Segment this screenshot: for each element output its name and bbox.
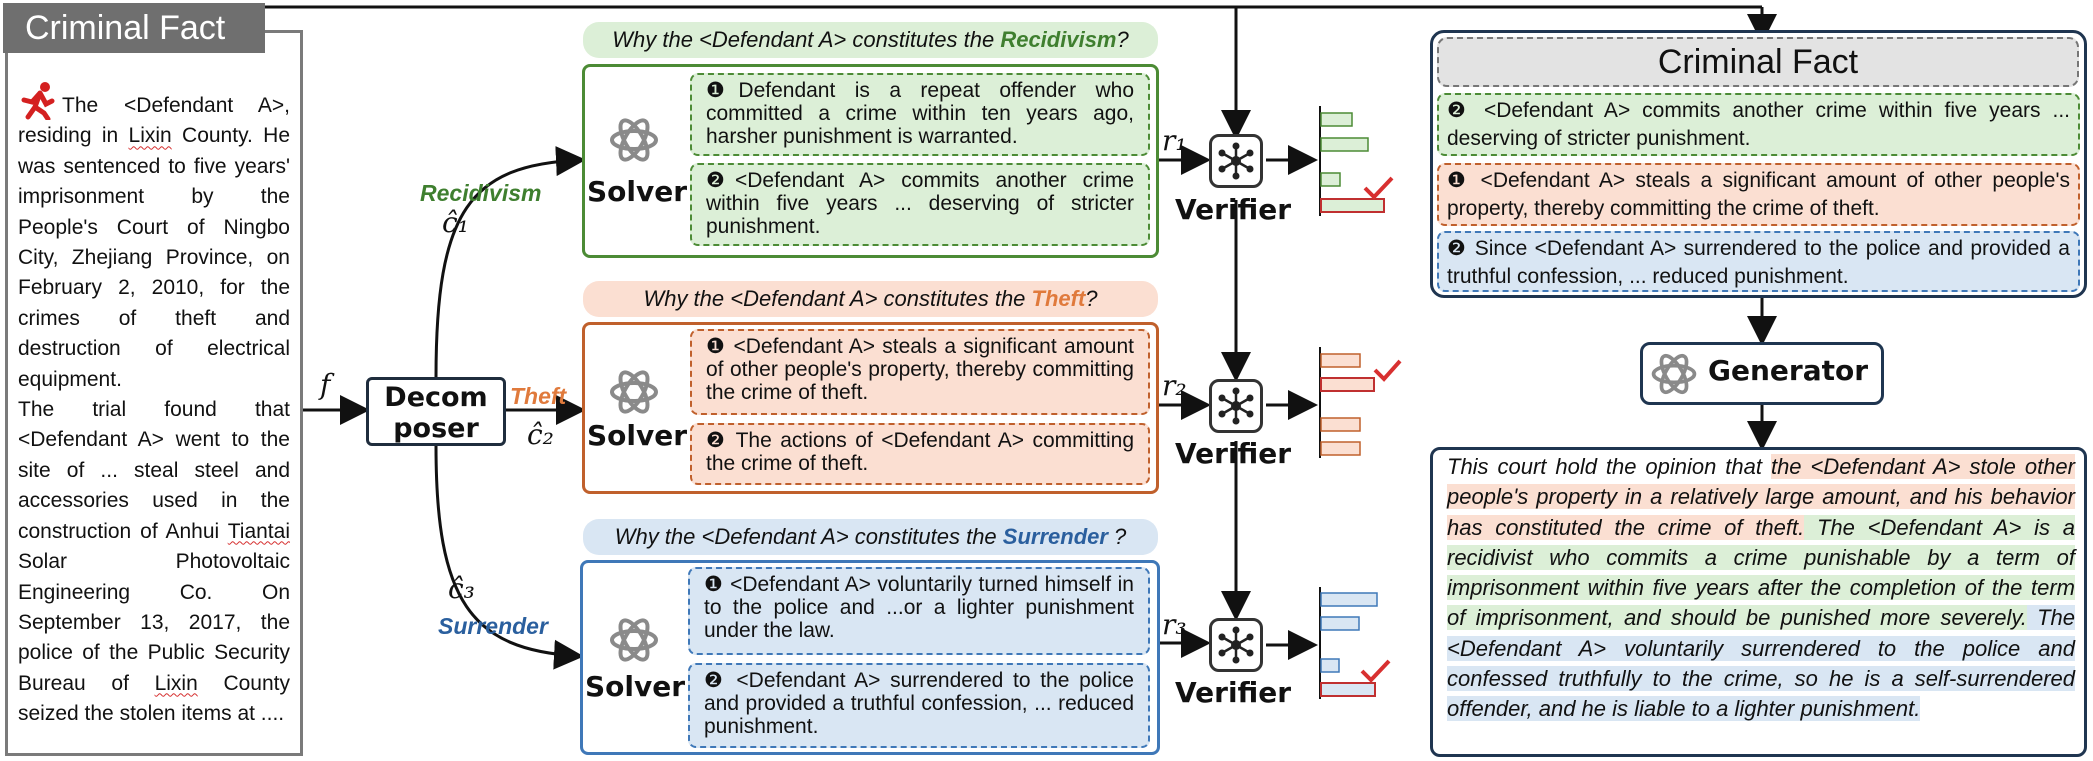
aggregated-item-surrender: ❷ Since <Defendant A> surrendered to the… bbox=[1437, 231, 2080, 292]
aggregated-item-theft: ❶ <Defendant A> steals a significant amo… bbox=[1437, 163, 2080, 226]
decomposer-box: Decom poser bbox=[366, 377, 506, 446]
branch-label-recidivism: Recidivism bbox=[420, 180, 542, 206]
criminal-fact-panel bbox=[5, 30, 303, 756]
branch-symbol-c3: ĉ₃ bbox=[448, 572, 475, 605]
decomposer-label-line1: Decom bbox=[384, 382, 488, 413]
reward-r1: r₁ bbox=[1162, 124, 1187, 157]
verifier-label-3: Verifier bbox=[1175, 676, 1292, 709]
solver-label-theft: Solver bbox=[587, 419, 688, 452]
reward-r3: r₃ bbox=[1162, 608, 1187, 641]
aggregated-item-recidivism: ❷ <Defendant A> commits another crime wi… bbox=[1437, 93, 2080, 156]
answer-surrender-2: ❷ <Defendant A> surrendered to the polic… bbox=[688, 663, 1150, 748]
solver-label-surrender: Solver bbox=[585, 670, 686, 703]
openai-logo-icon bbox=[610, 370, 658, 414]
verifier-box-1 bbox=[1209, 134, 1263, 188]
criminal-fact-title: Criminal Fact bbox=[3, 3, 265, 53]
question-recidivism: Why the <Defendant A> constitutes the Re… bbox=[583, 22, 1158, 58]
answer-theft-1: ❶ <Defendant A> steals a significant amo… bbox=[690, 329, 1150, 415]
openai-logo-icon bbox=[610, 118, 658, 162]
network-icon bbox=[1218, 626, 1254, 664]
branch-label-surrender: Surrender bbox=[438, 613, 548, 639]
answer-recidivism-2: ❷<Defendant A> commits another crime wit… bbox=[690, 163, 1150, 246]
openai-logo-icon bbox=[1651, 353, 1697, 395]
score-bars-icon bbox=[1319, 347, 1375, 458]
checkmark-icon bbox=[1373, 359, 1402, 382]
openai-logo-icon bbox=[610, 618, 658, 662]
branch-symbol-c2: ĉ₂ bbox=[527, 418, 554, 451]
verifier-box-3 bbox=[1209, 618, 1263, 672]
verifier-label-1: Verifier bbox=[1175, 193, 1292, 226]
answer-theft-2: ❷ The actions of <Defendant A> committin… bbox=[690, 423, 1150, 485]
answer-recidivism-1: ❶Defendant is a repeat offender who comm… bbox=[690, 73, 1150, 156]
generator-box bbox=[1640, 342, 1884, 405]
network-icon bbox=[1218, 387, 1254, 425]
network-icon bbox=[1218, 142, 1254, 180]
verifier-box-2 bbox=[1209, 379, 1263, 433]
checkmark-icon bbox=[1360, 659, 1391, 683]
score-bars-icon bbox=[1319, 587, 1378, 699]
verifier-label-2: Verifier bbox=[1175, 437, 1292, 470]
criminal-fact-text: The <Defendant A>, residing in Lixin Cou… bbox=[18, 80, 290, 730]
generator-label: Generator bbox=[1708, 354, 1869, 387]
question-theft: Why the <Defendant A> constitutes the Th… bbox=[583, 281, 1158, 317]
branch-symbol-c1: ĉ₁ bbox=[442, 206, 469, 239]
input-symbol-f: f bbox=[320, 368, 331, 401]
question-surrender: Why the <Defendant A> constitutes the Su… bbox=[583, 519, 1158, 555]
decomposer-label-line2: poser bbox=[393, 413, 479, 444]
checkmark-icon bbox=[1363, 176, 1394, 200]
generated-judgment-text: This court hold the opinion that the <De… bbox=[1447, 454, 2076, 722]
score-bars-icon bbox=[1319, 106, 1385, 216]
solver-label-recidivism: Solver bbox=[587, 175, 688, 208]
aggregated-fact-title: Criminal Fact bbox=[1437, 37, 2079, 87]
branch-label-theft: Theft bbox=[510, 383, 567, 409]
runner-icon bbox=[21, 82, 55, 120]
reward-r2: r₂ bbox=[1162, 369, 1187, 402]
answer-surrender-1: ❶ <Defendant A> voluntarily turned himse… bbox=[688, 567, 1150, 655]
